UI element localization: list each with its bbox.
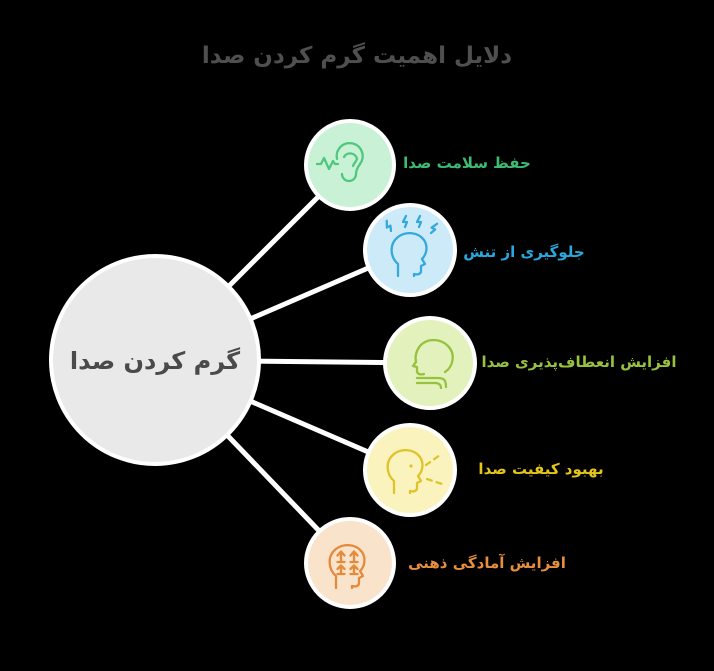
- ear-icon: [315, 141, 364, 183]
- branch-tension-prevention: جلوگیری از تنش: [363, 203, 585, 297]
- branch-voice-flexibility: افزایش انعطاف‌پذیری صدا: [383, 316, 677, 410]
- page-title: دلایل اهمیت گرم کردن صدا: [202, 42, 512, 69]
- branch-label: افزایش انعطاف‌پذیری صدا: [482, 353, 677, 372]
- branch-mental-readiness: افزایش آمادگی ذهنی: [304, 517, 566, 609]
- branch-label: افزایش آمادگی ذهنی: [408, 554, 566, 572]
- flexibility-circle: [383, 316, 477, 410]
- speaking-head-icon: [386, 449, 444, 495]
- tension-circle: [363, 203, 457, 297]
- branch-voice-quality: بهبود کیفیت صدا: [363, 423, 604, 517]
- center-circle: [49, 254, 261, 466]
- center-label: گرم کردن صدا: [70, 347, 240, 375]
- branch-label: جلوگیری از تنش: [463, 243, 584, 261]
- voice-health-circle: [304, 119, 396, 211]
- growth-mind-icon: [328, 544, 366, 590]
- center-node: گرم کردن صدا: [49, 254, 261, 466]
- branch-label: حفظ سلامت صدا: [403, 154, 531, 172]
- branch-label: بهبود کیفیت صدا: [478, 460, 603, 478]
- branch-voice-health: حفظ سلامت صدا: [304, 119, 531, 211]
- quality-circle: [363, 423, 457, 517]
- stressed-head-icon: [385, 214, 439, 278]
- throat-profile-icon: [411, 338, 454, 390]
